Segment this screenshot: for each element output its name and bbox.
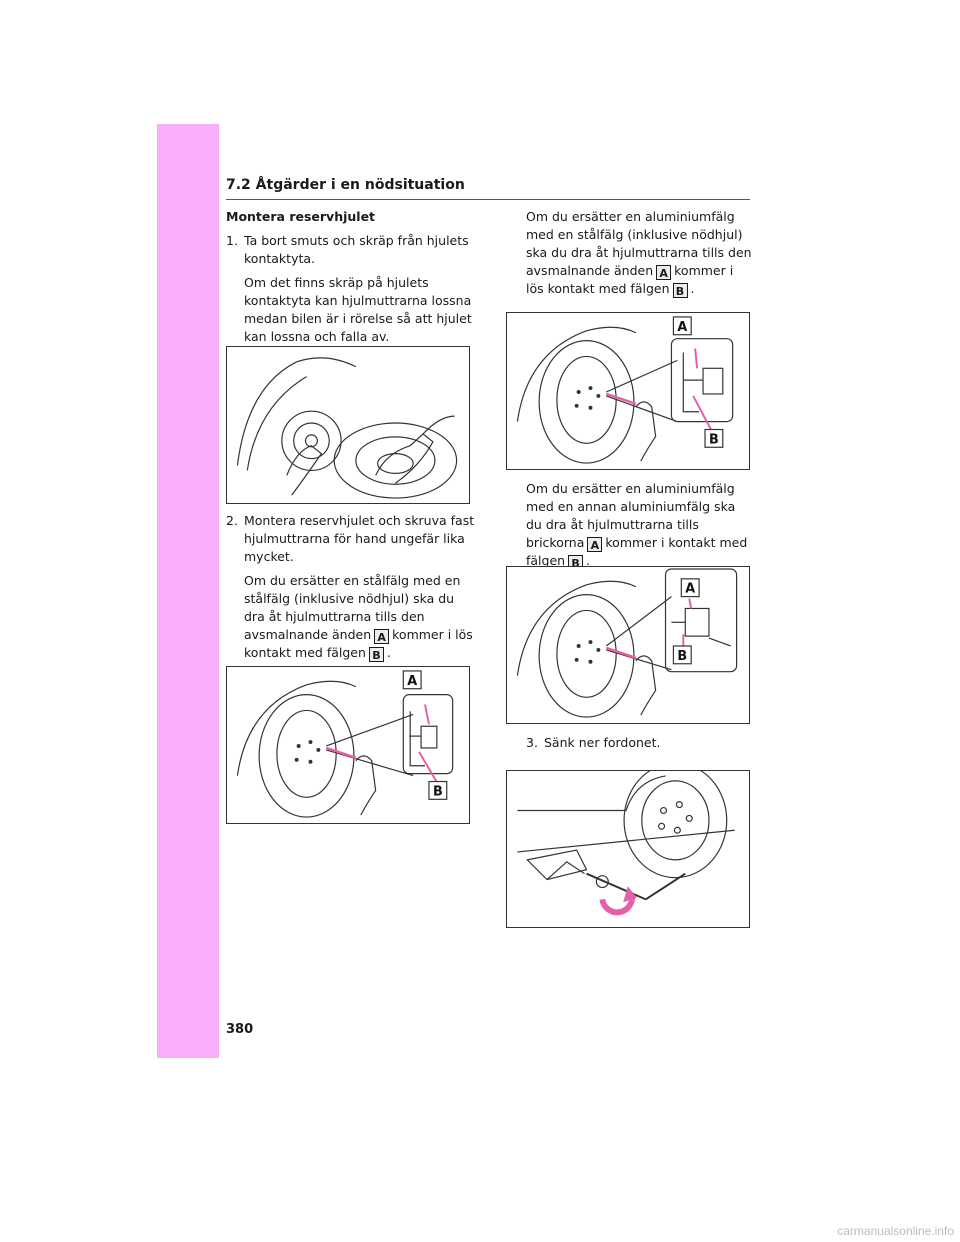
note-aluminium-to-aluminium: Om du ersätter en aluminiumfälg med en a… (526, 481, 748, 570)
step-note: Om det finns skräp på hjulets kontaktyta… (244, 275, 472, 344)
chapter-sidebar-tab (157, 124, 219, 1058)
illustration-clean-contact-surface (226, 346, 470, 504)
step-number: 3. (526, 735, 538, 750)
right-column-note-2: Om du ersätter en aluminiumfälg med en a… (526, 480, 752, 576)
right-column-note-1: Om du ersätter en aluminiumfälg med en s… (526, 208, 752, 304)
illustration-aluminium-to-steel-nut: A B (506, 312, 750, 470)
step-number: 1. (226, 233, 238, 248)
label-a: A (587, 537, 603, 552)
label-b: B (368, 647, 384, 662)
step-1: 1. Ta bort smuts och skräp från hjulets … (226, 232, 476, 352)
title-divider (226, 199, 750, 200)
step-3: 3. Sänk ner fordonet. (526, 734, 752, 758)
step-text: Montera reservhjulet och skruva fast hju… (244, 513, 475, 564)
watermark: carmanualsonline.info (837, 1224, 954, 1238)
label-a: A (656, 265, 672, 280)
callout-a: A (407, 674, 417, 689)
label-a: A (374, 629, 390, 644)
left-column-top: Montera reservhjulet 1. Ta bort smuts oc… (226, 208, 476, 352)
note-aluminium-to-steel: Om du ersätter en aluminiumfälg med en s… (526, 209, 752, 298)
callout-a: A (677, 320, 687, 335)
procedure-heading: Montera reservhjulet (226, 209, 376, 224)
illustration-aluminium-to-aluminium-nut: A B (506, 566, 750, 724)
step-text: Ta bort smuts och skräp från hjulets kon… (244, 233, 469, 266)
callout-a: A (685, 582, 695, 597)
section-title: 7.2 Åtgärder i en nödsituation (226, 177, 465, 193)
callout-b: B (709, 432, 719, 447)
label-b: B (672, 283, 688, 298)
callout-b: B (433, 784, 443, 799)
step-note: Om du ersätter en stålfälg med en stålfä… (244, 573, 473, 662)
illustration-steel-wheel-nut: A B (226, 666, 470, 824)
callout-b: B (677, 649, 687, 664)
step-number: 2. (226, 513, 238, 528)
illustration-lower-vehicle-jack (506, 770, 750, 928)
page-number: 380 (226, 1022, 254, 1037)
left-column-step-2: 2. Montera reservhjulet och skruva fast … (226, 512, 476, 668)
step-2: 2. Montera reservhjulet och skruva fast … (226, 512, 476, 668)
step-text: Sänk ner fordonet. (544, 735, 661, 750)
